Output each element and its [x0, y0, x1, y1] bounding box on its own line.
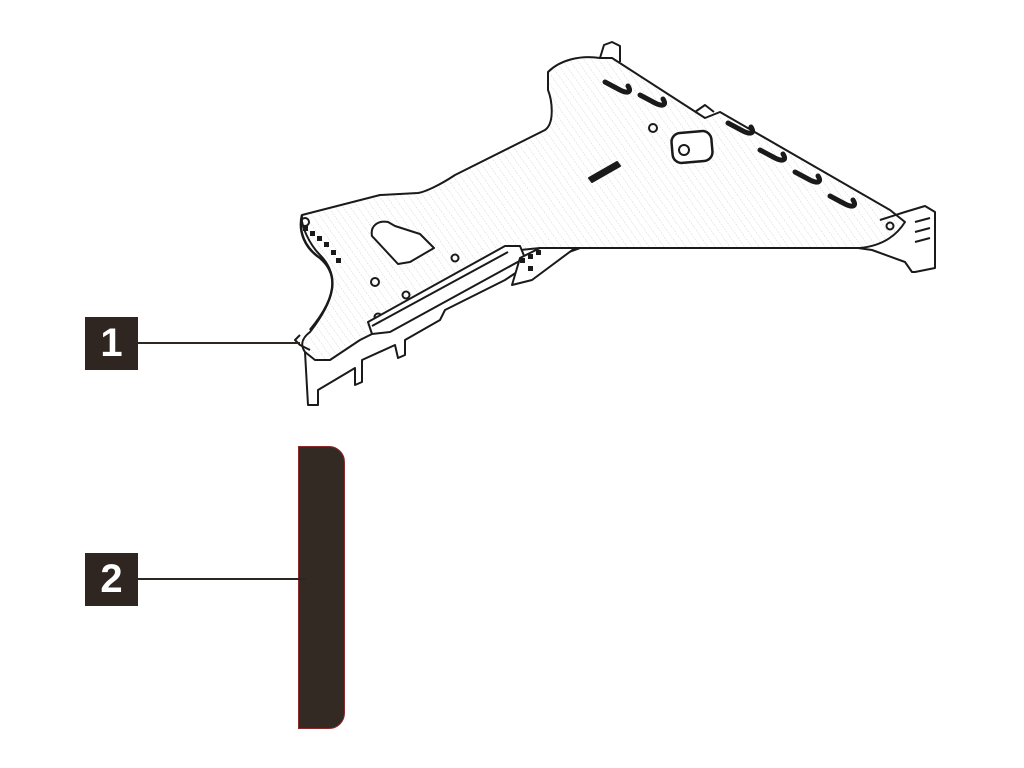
callout-2: 2 — [85, 553, 138, 606]
callout-1: 1 — [85, 317, 138, 370]
edge-slots — [303, 226, 341, 263]
filler-bar — [298, 446, 345, 729]
cable-hooks — [602, 79, 858, 209]
callout-2-number: 2 — [100, 557, 123, 601]
callout-2-leader-line — [138, 578, 306, 580]
callout-1-leader-line — [138, 342, 300, 344]
connector-slots — [520, 250, 541, 271]
callout-1-number: 1 — [100, 321, 123, 365]
riser-cage — [294, 41, 936, 406]
